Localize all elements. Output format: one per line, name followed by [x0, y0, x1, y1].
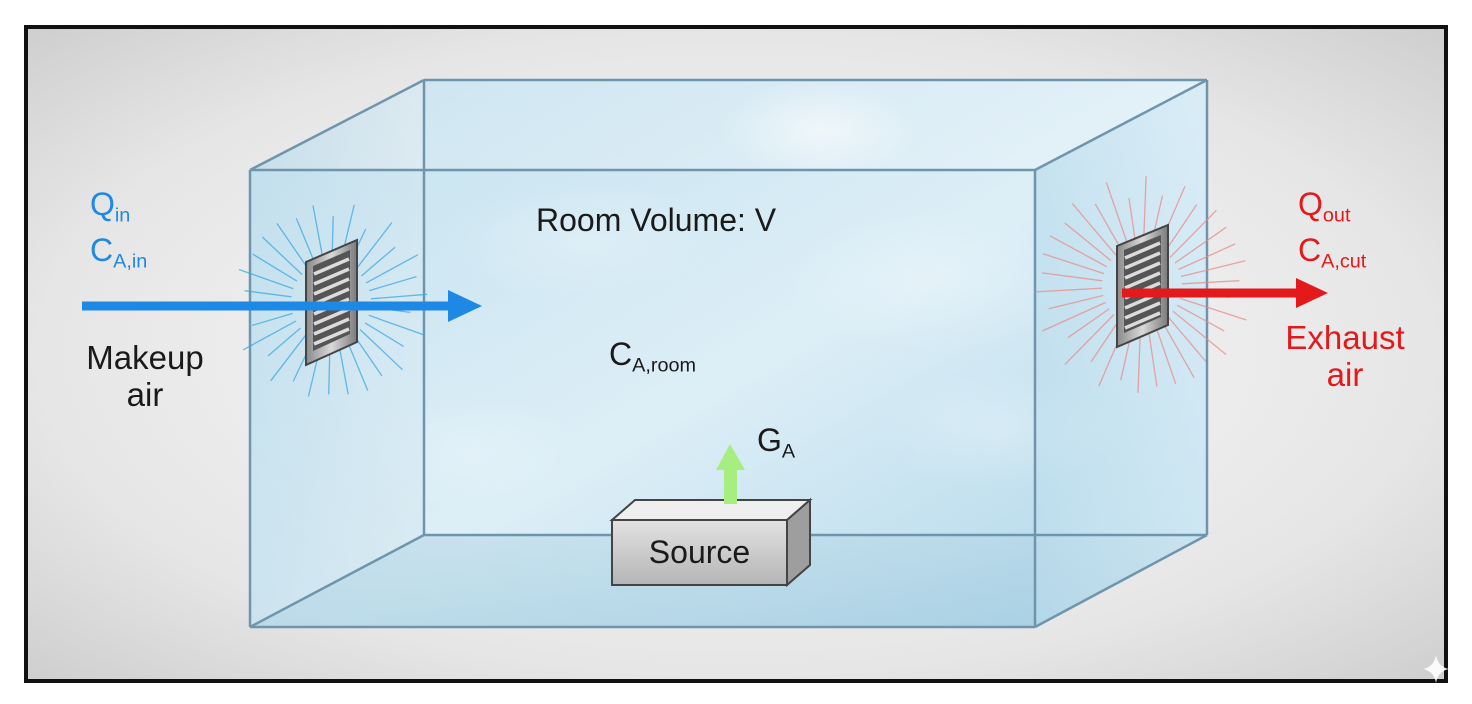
airflow-ray [1178, 243, 1236, 271]
airflow-ray [345, 338, 369, 391]
airflow-ray [1163, 204, 1198, 254]
airflow-ray [353, 334, 383, 377]
louver-slat [313, 267, 350, 286]
makeup-air-caption: Makeup air [70, 339, 220, 414]
sparkle-icon [1423, 655, 1449, 683]
airflow-ray [1147, 325, 1158, 387]
room-front-face [250, 170, 1035, 627]
exhaust-air-line1: Exhaust [1285, 319, 1405, 356]
airflow-ray [369, 275, 417, 292]
airflow-ray [354, 222, 393, 271]
airflow-ray [276, 223, 309, 270]
airflow-ray [1154, 323, 1177, 385]
airflow-ray [270, 333, 308, 382]
airflow-ray [1161, 320, 1195, 379]
airflow-ray [1048, 294, 1104, 310]
louver-slat [1124, 311, 1161, 330]
louver-slat [313, 317, 350, 336]
airflow-ray [1172, 310, 1227, 356]
outlet-vent-icon [1116, 223, 1169, 349]
airflow-ray [312, 205, 325, 263]
exhaust-air-caption: Exhaust air [1270, 319, 1420, 394]
airflow-ray [1042, 301, 1106, 332]
airflow-ray [1064, 314, 1115, 365]
airflow-ray [1105, 182, 1130, 249]
source-label: Source [648, 534, 751, 570]
airflow-ray [1180, 260, 1246, 278]
makeup-air-line2: air [126, 375, 164, 413]
outlet-concentration-label: CA,cut [1298, 232, 1367, 273]
airflow-ray [1167, 316, 1207, 362]
airflow-ray [359, 329, 403, 371]
room-edges [248, 78, 1209, 629]
louver-slat [313, 257, 350, 276]
airflow-ray [365, 254, 419, 284]
louver-slat [1124, 251, 1161, 270]
airflow-ray [1071, 203, 1117, 256]
airflow-ray [295, 218, 317, 266]
outlet-airflow-rays [1034, 176, 1247, 393]
airflow-ray [244, 290, 292, 298]
airflow-ray [1067, 308, 1110, 339]
louver-slat [313, 277, 350, 296]
makeup-air-line1: Makeup [86, 339, 204, 376]
airflow-ray [1090, 318, 1121, 363]
airflow-ray [1169, 209, 1217, 258]
airflow-ray [252, 253, 298, 282]
louver-slat [313, 327, 350, 346]
airflow-ray [360, 246, 396, 277]
airflow-ray [1049, 235, 1108, 268]
airflow-ray [370, 293, 428, 300]
inlet-flow-label: Qin [90, 186, 131, 227]
room-right-wall [1035, 80, 1207, 627]
airflow-ray [252, 312, 293, 327]
airflow-ray [261, 236, 303, 275]
airflow-ray [1064, 222, 1112, 262]
louver-slat [313, 307, 350, 326]
airflow-ray [364, 322, 404, 347]
airflow-ray [238, 268, 294, 290]
airflow-ray [1034, 287, 1103, 293]
room-volume-label: Room Volume: V [536, 202, 777, 238]
generation-arrow [716, 444, 745, 504]
exhaust-air-line2: air [1326, 355, 1364, 393]
airflow-ray [1181, 280, 1240, 285]
louver-slat [1124, 241, 1161, 260]
source-box [609, 497, 813, 588]
airflow-ray [242, 320, 297, 351]
airflow-ray [1174, 226, 1227, 264]
room-concentration-label: CA,room [609, 336, 697, 377]
generation-rate-label: GA [757, 422, 796, 463]
airflow-ray [267, 327, 302, 357]
airflow-ray [1179, 297, 1247, 321]
outlet-flow-label: Qout [1298, 186, 1351, 227]
airflow-ray [1176, 304, 1225, 332]
louver-slat [1124, 271, 1161, 290]
airflow-ray [1094, 203, 1123, 252]
louver-slat [1124, 261, 1161, 280]
airflow-ray [1042, 253, 1105, 275]
airflow-ray [1041, 272, 1103, 282]
outlet-flow-arrow [1122, 278, 1328, 308]
louver-slat [1124, 301, 1161, 320]
inlet-concentration-label: CA,in [90, 232, 148, 273]
airflow-ray [368, 314, 426, 336]
